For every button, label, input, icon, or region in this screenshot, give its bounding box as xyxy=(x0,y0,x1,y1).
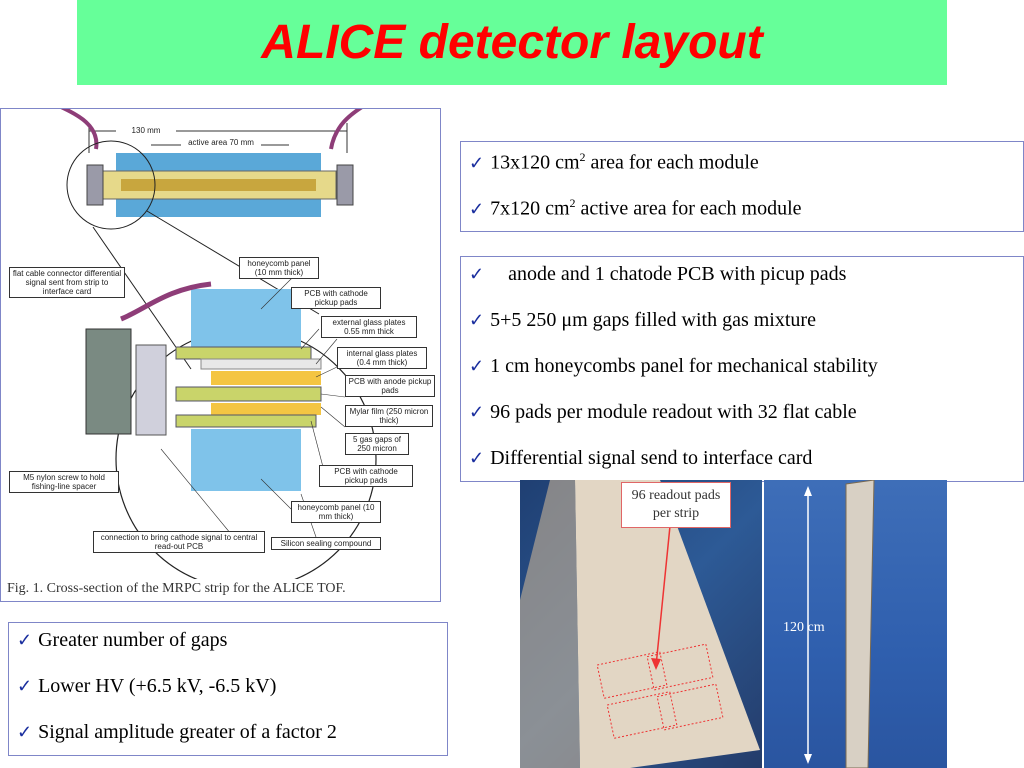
cable-top-left xyxy=(60,109,99,150)
dim-active-label: active area 70 mm xyxy=(181,137,261,148)
list-item: ✓ 96 pads per module readout with 32 fla… xyxy=(469,401,1023,447)
strip-photo-closeup xyxy=(520,480,762,768)
item-text: 5+5 250 μm gaps filled with gas mixture xyxy=(490,309,816,331)
strip-body xyxy=(845,480,875,768)
label-honeycomb-top: honeycomb panel (10 mm thick) xyxy=(239,257,319,279)
pcb-features-list: ✓ anode and 1 chatode PCB with picup pad… xyxy=(469,263,1023,493)
pcb-cathode-top xyxy=(175,346,312,360)
gas-gap-layer xyxy=(211,371,321,385)
check-icon: ✓ xyxy=(469,310,485,330)
gaps-benefits-box: ✓ Greater number of gaps ✓ Lower HV (+6.… xyxy=(8,622,448,756)
cable-top-right xyxy=(329,109,363,150)
item-text: Greater number of gaps xyxy=(38,629,228,651)
title-banner: ALICE detector layout xyxy=(77,0,947,85)
check-icon: ✓ xyxy=(469,264,485,284)
mrpc-diagram xyxy=(60,109,377,579)
item-text: Differential signal send to interface ca… xyxy=(490,447,813,469)
module-area-list: ✓ 13x120 cm2 area for each module ✓ 7x12… xyxy=(469,150,1023,242)
item-text: Lower HV (+6.5 kV, -6.5 kV) xyxy=(38,675,277,697)
list-item: ✓ anode and 1 chatode PCB with picup pad… xyxy=(469,263,1023,309)
label-mylar: Mylar film (250 micron thick) xyxy=(345,405,433,427)
honeycomb-top xyxy=(191,289,301,347)
strip-full-drawing xyxy=(804,480,875,768)
list-item: ✓ 5+5 250 μm gaps filled with gas mixtur… xyxy=(469,309,1023,355)
check-icon: ✓ xyxy=(469,448,485,468)
readout-pads-label: 96 readout pads per strip xyxy=(621,482,731,528)
item-text: 96 pads per module readout with 32 flat … xyxy=(490,401,857,423)
label-honeycomb-bottom: honeycomb panel (10 mm thick) xyxy=(291,501,381,523)
list-item: ✓ 1 cm honeycombs panel for mechanical s… xyxy=(469,355,1023,401)
gaps-benefits-list: ✓ Greater number of gaps ✓ Lower HV (+6.… xyxy=(17,629,447,767)
ext-glass-top xyxy=(200,358,322,370)
arrow-up xyxy=(804,486,812,496)
label-flat-cable: flat cable connector differential signal… xyxy=(9,267,125,298)
gas-gap-layer-2 xyxy=(211,403,321,415)
honeycomb-bottom xyxy=(191,429,301,491)
pad-outline xyxy=(646,643,714,691)
item-text: 1 cm honeycombs panel for mechanical sta… xyxy=(490,355,878,377)
strip-bottom-honeycomb xyxy=(116,199,321,217)
slide-title: ALICE detector layout xyxy=(261,16,763,69)
length-label: 120 cm xyxy=(783,620,825,635)
label-silicon: Silicon sealing compound xyxy=(271,537,381,550)
check-icon: ✓ xyxy=(469,356,485,376)
check-icon: ✓ xyxy=(17,676,33,696)
label-ext-glass: external glass plates 0.55 mm thick xyxy=(321,316,417,338)
strip-closeup-drawing xyxy=(520,480,760,768)
label-pcb-anode: PCB with anode pickup pads xyxy=(345,375,435,397)
arrow-down xyxy=(804,754,812,764)
label-connection: connection to bring cathode signal to ce… xyxy=(93,531,265,553)
list-item: ✓ Differential signal send to interface … xyxy=(469,447,1023,493)
nylon-screw xyxy=(135,344,167,436)
left-connector xyxy=(86,164,104,206)
list-item: ✓ Signal amplitude greater of a factor 2 xyxy=(17,721,447,767)
module-area-box: ✓ 13x120 cm2 area for each module ✓ 7x12… xyxy=(460,141,1024,232)
strip-photo-full xyxy=(764,480,947,768)
label-pcb-cathode-top: PCB with cathode pickup pads xyxy=(291,287,381,309)
figure-caption: Fig. 1. Cross-section of the MRPC strip … xyxy=(7,581,346,596)
pcb-anode xyxy=(175,386,322,402)
item-text: Signal amplitude greater of a factor 2 xyxy=(38,721,337,743)
pad-outline xyxy=(656,683,724,731)
check-icon: ✓ xyxy=(469,152,485,173)
cable-connector xyxy=(120,281,212,322)
check-icon: ✓ xyxy=(17,722,33,742)
item-text: 7x120 cm2 active area for each module xyxy=(490,196,802,220)
dim-total-label: 130 mm xyxy=(116,125,176,136)
flat-cable-connector xyxy=(85,328,132,435)
strip-glass xyxy=(121,179,316,191)
pcb-features-box: ✓ anode and 1 chatode PCB with picup pad… xyxy=(460,256,1024,482)
zoom-circle-small xyxy=(66,140,156,230)
list-item: ✓ Lower HV (+6.5 kV, -6.5 kV) xyxy=(17,675,447,721)
label-nylon-screw: M5 nylon screw to hold fishing-line spac… xyxy=(9,471,119,493)
arrow-line xyxy=(655,525,671,667)
mrpc-cross-section-figure: 130 mm active area 70 mm flat cable conn… xyxy=(0,108,441,602)
label-gas-gaps: 5 gas gaps of 250 micron xyxy=(345,433,409,455)
item-text: 13x120 cm2 area for each module xyxy=(490,150,759,174)
check-icon: ✓ xyxy=(17,630,33,650)
right-connector xyxy=(336,164,354,206)
label-pcb-cathode-bottom: PCB with cathode pickup pads xyxy=(319,465,413,487)
strip-edge xyxy=(520,480,580,768)
strip-surface xyxy=(575,480,760,768)
list-item: ✓ 13x120 cm2 area for each module xyxy=(469,150,1023,196)
strip-top-honeycomb xyxy=(116,153,321,171)
check-icon: ✓ xyxy=(469,198,485,219)
list-item: ✓ 7x120 cm2 active area for each module xyxy=(469,196,1023,242)
list-item: ✓ Greater number of gaps xyxy=(17,629,447,675)
arrow-head xyxy=(651,658,661,670)
label-int-glass: internal glass plates (0.4 mm thick) xyxy=(337,347,427,369)
item-text: anode and 1 chatode PCB with picup pads xyxy=(508,263,847,285)
pcb-cathode-bottom xyxy=(175,414,317,428)
check-icon: ✓ xyxy=(469,402,485,422)
